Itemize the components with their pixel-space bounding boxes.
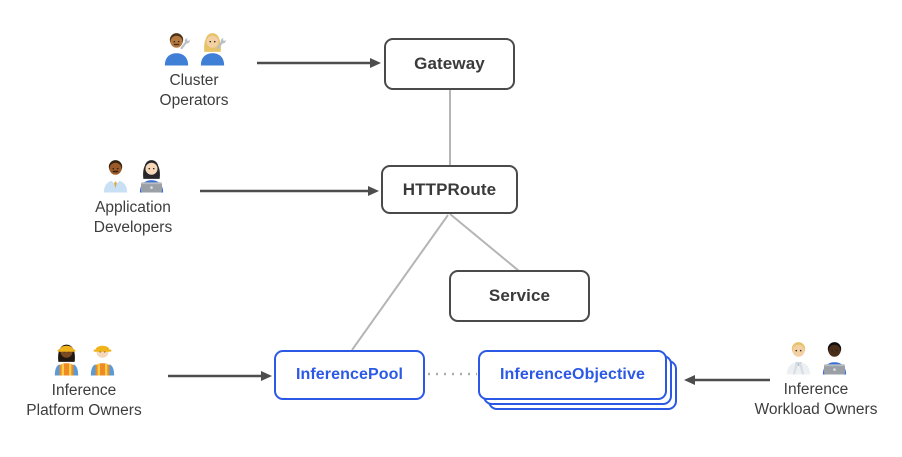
edge-httproute-inferencepool xyxy=(351,214,449,351)
actor-cluster-operators: Cluster Operators xyxy=(114,30,274,112)
label-line: Inference xyxy=(783,381,849,398)
woman-mechanic-icon xyxy=(200,33,226,66)
cluster-operators-label: Cluster Operators xyxy=(160,71,229,112)
man-construction-worker-icon xyxy=(90,345,114,376)
man-office-worker-icon xyxy=(103,160,127,193)
node-gateway: Gateway xyxy=(384,38,515,90)
inference-workload-owners-icons xyxy=(783,339,850,375)
label-line: Workload Owners xyxy=(754,401,878,419)
node-inference-objective-stack: InferenceObjective xyxy=(478,350,677,410)
node-service-label: Service xyxy=(488,286,551,305)
woman-construction-worker-icon xyxy=(54,344,78,376)
inference-platform-owners-icons xyxy=(51,340,118,376)
node-gateway-label: Gateway xyxy=(414,54,485,73)
node-httproute-label: HTTPRoute xyxy=(402,179,497,199)
man-technologist-icon xyxy=(822,342,846,375)
woman-technologist-icon xyxy=(139,160,163,193)
label-line: Operators xyxy=(159,92,229,110)
inference-platform-owners-label: Inference Platform Owners xyxy=(26,381,141,422)
node-inference-pool: InferencePool xyxy=(274,350,425,400)
label-line: Platform Owners xyxy=(26,402,142,420)
label-line: Application xyxy=(95,199,171,216)
node-inference-objective: InferenceObjective xyxy=(478,350,667,400)
actor-inference-platform-owners: Inference Platform Owners xyxy=(4,340,164,422)
label-line: Inference xyxy=(51,382,117,399)
application-developers-label: Application Developers xyxy=(94,198,172,239)
inference-workload-owners-label: Inference Workload Owners xyxy=(755,380,878,421)
label-line: Cluster xyxy=(169,72,219,89)
label-line: Developers xyxy=(93,219,173,237)
health-worker-icon xyxy=(786,342,810,375)
node-inference-objective-label: InferenceObjective xyxy=(500,366,645,383)
node-inference-pool-label: InferencePool xyxy=(295,366,404,383)
actor-inference-workload-owners: Inference Workload Owners xyxy=(736,339,896,421)
application-developers-icons xyxy=(100,157,167,193)
edge-httproute-service xyxy=(449,213,520,272)
node-service: Service xyxy=(449,270,590,322)
man-mechanic-icon xyxy=(164,33,190,66)
cluster-operators-icons xyxy=(161,30,228,66)
actor-application-developers: Application Developers xyxy=(53,157,213,239)
node-httproute: HTTPRoute xyxy=(381,165,518,214)
